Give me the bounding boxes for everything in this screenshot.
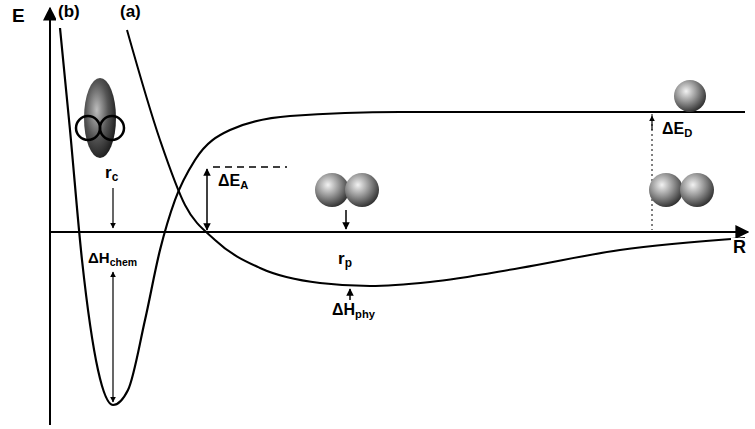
atom-sphere <box>649 173 683 207</box>
physisorption-curve <box>127 30 745 286</box>
atom-sphere <box>674 80 706 112</box>
energy-axis <box>49 8 51 425</box>
rc-arrow <box>112 188 113 228</box>
axis-label: E <box>10 6 27 27</box>
activation-arrow <box>206 169 208 230</box>
atom-sphere <box>345 173 379 207</box>
orbital-loop <box>76 116 100 140</box>
axis-label: R <box>731 238 748 258</box>
distance-label: rp <box>336 250 354 270</box>
phy-arrow <box>349 289 351 300</box>
orbital-ellipsoid <box>84 78 116 158</box>
energy-label: ΔED <box>660 120 694 139</box>
energy-label: ΔHchem <box>86 250 139 268</box>
orbital-loop <box>100 116 124 140</box>
distance-label: rc <box>103 164 120 184</box>
energy-label: ΔEA <box>216 172 250 191</box>
chemisorption-curve <box>60 28 745 405</box>
energy-label: ΔHphy <box>330 301 377 320</box>
curve-label: (a) <box>118 3 143 22</box>
dissociation-line <box>652 114 653 230</box>
dissociation-arrow <box>651 116 652 130</box>
atom-sphere <box>315 173 349 207</box>
distance-axis <box>50 231 748 233</box>
atom-sphere <box>680 173 714 207</box>
dashed-level <box>213 166 287 168</box>
rp-arrow <box>345 210 347 229</box>
curve-label: (b) <box>56 3 82 22</box>
chem-depth-arrow <box>112 272 113 402</box>
